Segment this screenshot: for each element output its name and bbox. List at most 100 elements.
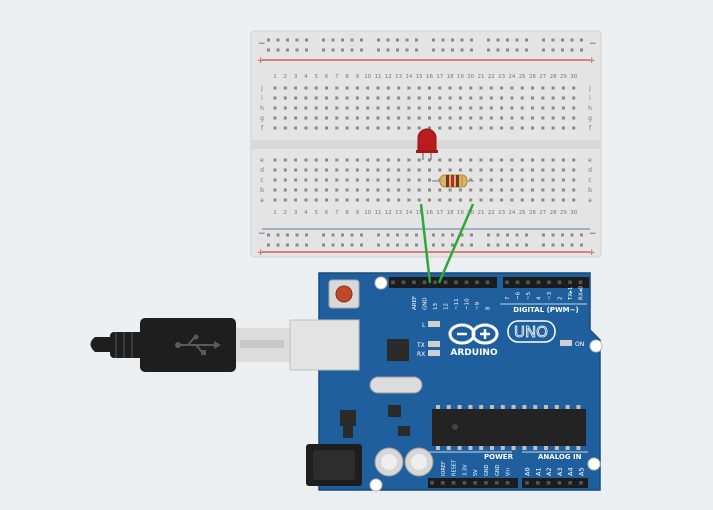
breadboard-hole[interactable] (510, 86, 514, 90)
rail-hole[interactable] (525, 233, 528, 237)
breadboard-hole[interactable] (417, 126, 421, 130)
breadboard-hole[interactable] (479, 116, 483, 120)
breadboard-hole[interactable] (386, 178, 390, 182)
breadboard-hole[interactable] (304, 106, 308, 110)
breadboard-hole[interactable] (345, 116, 349, 120)
breadboard-hole[interactable] (520, 178, 524, 182)
breadboard-hole[interactable] (345, 96, 349, 100)
header-pin-socket[interactable] (430, 481, 434, 485)
breadboard-hole[interactable] (273, 178, 277, 182)
breadboard-hole[interactable] (520, 106, 524, 110)
rail-hole[interactable] (331, 48, 335, 52)
rail-hole[interactable] (386, 233, 390, 237)
breadboard-hole[interactable] (489, 198, 493, 202)
breadboard-hole[interactable] (283, 86, 287, 90)
rail-hole[interactable] (451, 38, 454, 42)
breadboard-hole[interactable] (469, 168, 473, 172)
rail-hole[interactable] (396, 233, 399, 237)
breadboard-hole[interactable] (489, 86, 493, 90)
rail-hole[interactable] (305, 243, 308, 247)
rail-hole[interactable] (496, 48, 500, 52)
breadboard-hole[interactable] (561, 86, 565, 90)
breadboard-hole[interactable] (561, 126, 565, 130)
rail-hole[interactable] (267, 243, 270, 247)
rail-hole[interactable] (415, 48, 418, 52)
breadboard-hole[interactable] (448, 198, 452, 202)
rail-hole[interactable] (551, 233, 555, 237)
breadboard-hole[interactable] (376, 116, 380, 120)
breadboard-hole[interactable] (386, 86, 390, 90)
breadboard-hole[interactable] (458, 96, 462, 100)
rail-hole[interactable] (276, 243, 280, 247)
breadboard-hole[interactable] (273, 158, 277, 162)
rail-hole[interactable] (470, 48, 473, 52)
breadboard-hole[interactable] (551, 116, 555, 120)
rail-hole[interactable] (405, 38, 409, 42)
led-component[interactable] (416, 128, 438, 160)
rail-hole[interactable] (276, 38, 280, 42)
breadboard-hole[interactable] (551, 188, 555, 192)
breadboard-hole[interactable] (294, 198, 298, 202)
breadboard-hole[interactable] (345, 158, 349, 162)
breadboard-hole[interactable] (520, 96, 524, 100)
breadboard-hole[interactable] (355, 116, 359, 120)
rail-hole[interactable] (506, 38, 509, 42)
breadboard-hole[interactable] (335, 106, 339, 110)
breadboard-hole[interactable] (479, 198, 483, 202)
breadboard-hole[interactable] (397, 96, 401, 100)
digital-header-left[interactable] (389, 277, 497, 288)
breadboard-hole[interactable] (520, 126, 524, 130)
rail-hole[interactable] (432, 38, 435, 42)
rail-hole[interactable] (470, 38, 473, 42)
breadboard-hole[interactable] (428, 158, 431, 162)
header-pin-socket[interactable] (578, 280, 583, 285)
rail-hole[interactable] (396, 243, 399, 247)
breadboard-hole[interactable] (531, 86, 534, 90)
breadboard-hole[interactable] (541, 96, 545, 100)
bottom-pins[interactable] (430, 481, 583, 485)
breadboard-hole[interactable] (551, 198, 555, 202)
breadboard-hole[interactable] (304, 116, 308, 120)
breadboard-hole[interactable] (335, 178, 339, 182)
breadboard-hole[interactable] (489, 178, 493, 182)
breadboard-hole[interactable] (489, 158, 493, 162)
breadboard-hole[interactable] (469, 188, 473, 192)
breadboard-hole[interactable] (531, 96, 534, 100)
breadboard-hole[interactable] (541, 106, 545, 110)
rail-hole[interactable] (286, 38, 289, 42)
breadboard-hole[interactable] (489, 188, 493, 192)
breadboard-hole[interactable] (283, 198, 287, 202)
breadboard-hole[interactable] (520, 158, 524, 162)
breadboard-hole[interactable] (417, 106, 421, 110)
breadboard-hole[interactable] (561, 178, 565, 182)
rail-hole[interactable] (377, 243, 380, 247)
breadboard-hole[interactable] (314, 158, 318, 162)
rail-hole[interactable] (542, 243, 545, 247)
header-pin-socket[interactable] (557, 481, 562, 485)
breadboard-hole[interactable] (572, 188, 576, 192)
digital-header-right[interactable] (503, 277, 589, 288)
breadboard-hole[interactable] (510, 106, 514, 110)
breadboard-hole[interactable] (479, 126, 483, 130)
rail-hole[interactable] (542, 233, 545, 237)
breadboard-hole[interactable] (314, 178, 318, 182)
header-pin-socket[interactable] (568, 481, 572, 485)
breadboard-hole[interactable] (448, 116, 452, 120)
breadboard-hole[interactable] (438, 158, 442, 162)
rail-hole[interactable] (267, 48, 270, 52)
breadboard-hole[interactable] (500, 178, 504, 182)
breadboard-hole[interactable] (500, 106, 504, 110)
breadboard-hole[interactable] (479, 106, 483, 110)
rail-hole[interactable] (561, 233, 564, 237)
header-pin-socket[interactable] (495, 481, 499, 485)
breadboard-hole[interactable] (469, 96, 473, 100)
breadboard-hole[interactable] (428, 168, 431, 172)
breadboard-hole[interactable] (531, 178, 534, 182)
rail-hole[interactable] (525, 38, 528, 42)
breadboard-hole[interactable] (397, 116, 401, 120)
breadboard-hole[interactable] (386, 158, 390, 162)
rail-hole[interactable] (441, 243, 445, 247)
rail-hole[interactable] (496, 38, 500, 42)
rail-hole[interactable] (470, 243, 473, 247)
breadboard-hole[interactable] (386, 168, 390, 172)
